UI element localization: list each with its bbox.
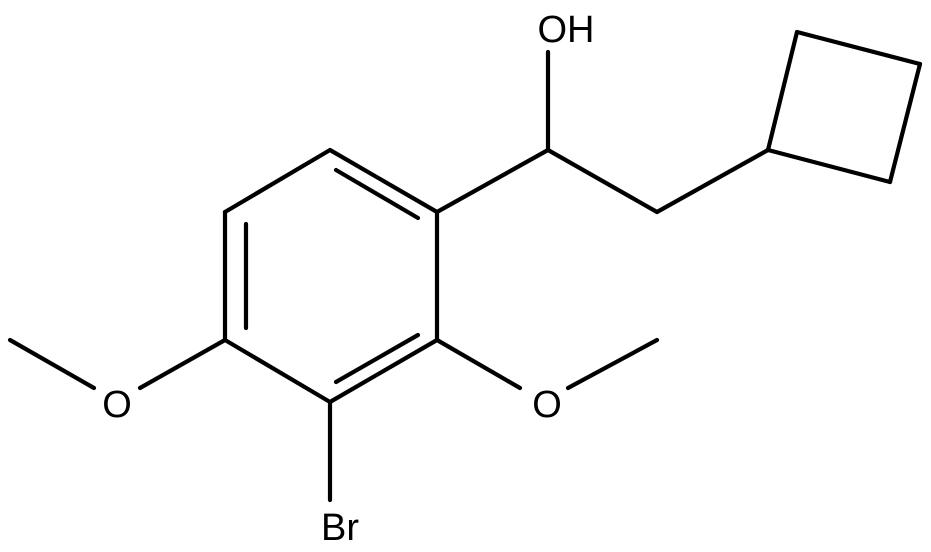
ring-bond-c3-c4 xyxy=(222,337,333,405)
bond-ring-to-o-left xyxy=(137,337,228,391)
ring-double-bond-inner-3 xyxy=(333,167,421,221)
cyclobutane-bond-1 xyxy=(765,29,800,153)
bond-o-right-to-methyl xyxy=(565,337,660,391)
ring-bond-c6-c1 xyxy=(327,147,440,215)
bromine-label: Br xyxy=(321,507,359,549)
ring-bond-c5-c6 xyxy=(222,147,333,215)
bond-ring-to-o-right xyxy=(434,337,523,391)
methoxy-oxygen-right-label: O xyxy=(532,384,562,426)
bond-ch2-to-cyclobutyl xyxy=(654,147,771,215)
bond-o-left-to-methyl xyxy=(7,337,97,391)
hydroxyl-label: OH xyxy=(538,9,595,51)
cyclobutane-bond-3 xyxy=(887,61,923,185)
bond-carbinol-to-ch2 xyxy=(545,147,660,215)
bond-ring-to-carbinol xyxy=(434,147,551,215)
ring-bond-c2-c3 xyxy=(327,337,440,405)
ring-double-bond-inner-1 xyxy=(333,332,421,385)
cyclobutane-bond-2 xyxy=(794,29,923,67)
cyclobutane-bond-4 xyxy=(765,147,893,185)
methoxy-oxygen-left-label: O xyxy=(102,384,132,426)
